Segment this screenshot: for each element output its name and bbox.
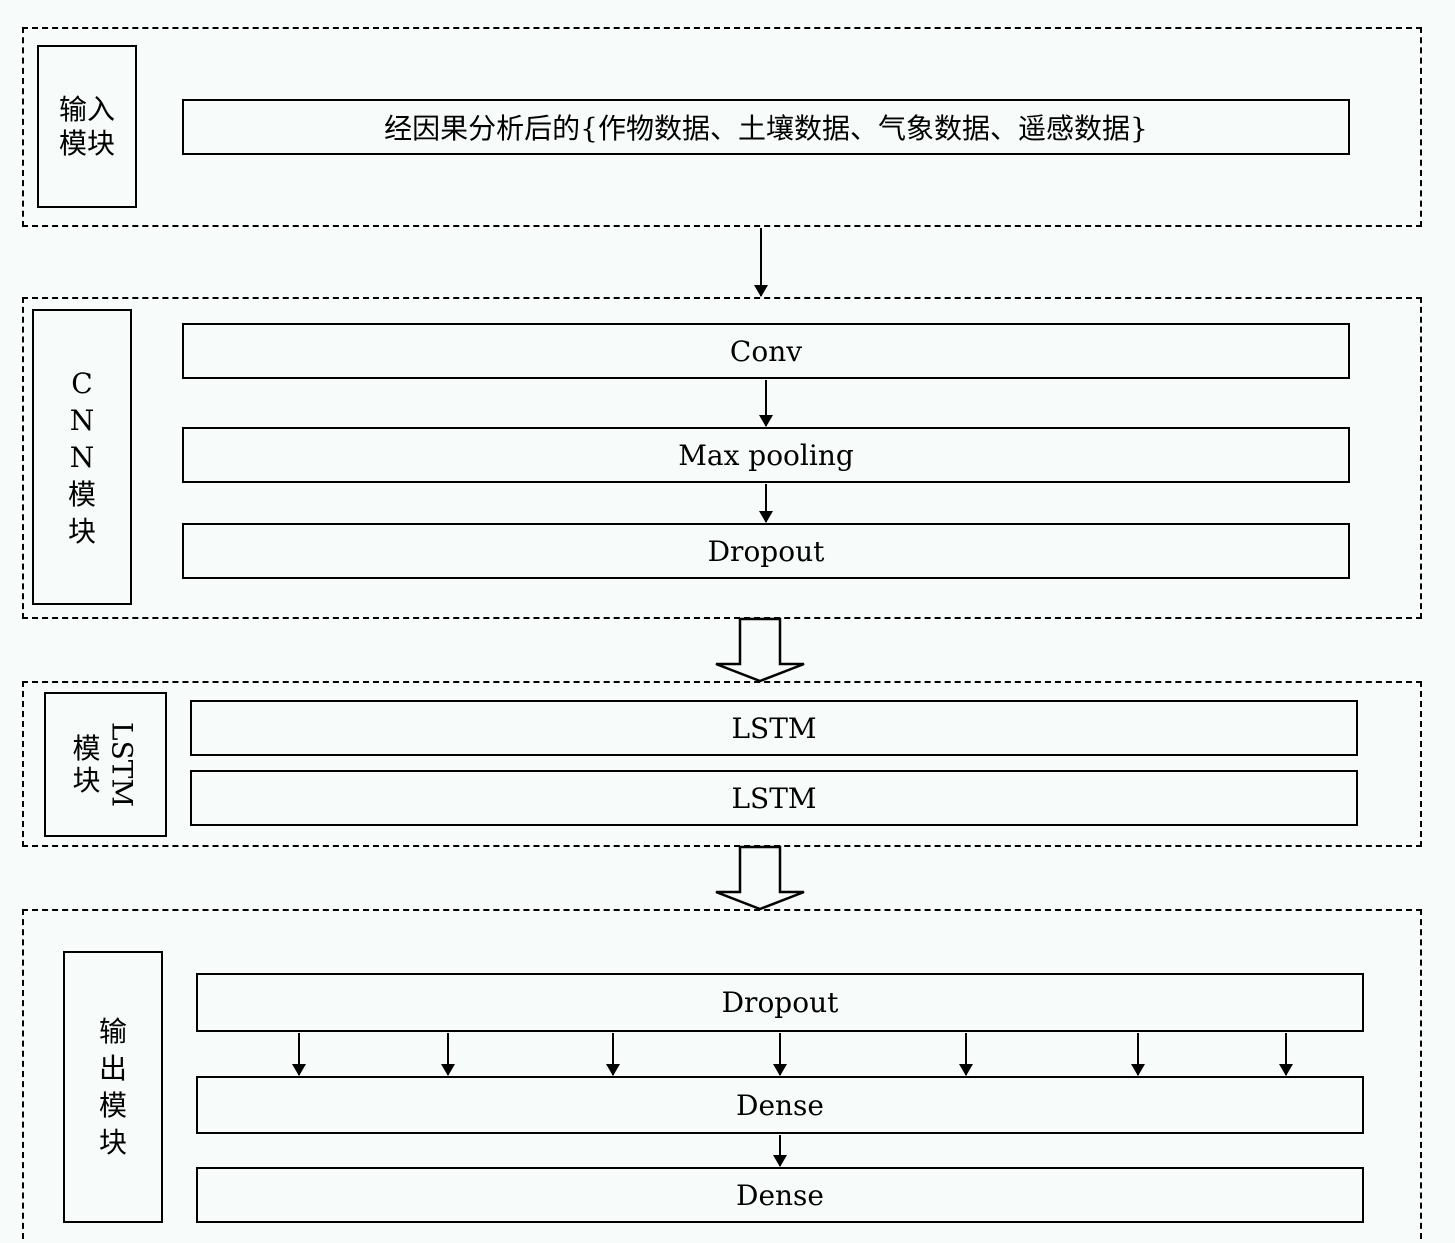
input-module-label: 输入模块 (37, 45, 137, 208)
input-module (22, 27, 1422, 227)
lstm-label-rotated: LSTM (105, 721, 139, 808)
lstm-layer-2-box: LSTM (190, 770, 1358, 826)
output-dropout-layer-box: Dropout (196, 973, 1364, 1032)
cnn-dropout-layer-box: Dropout (182, 523, 1350, 579)
lstm-layer-1-box: LSTM (190, 700, 1358, 756)
cnn-to-lstm-hollow-arrow (715, 617, 805, 683)
lstm-to-output-hollow-arrow (715, 845, 805, 911)
dense-layer-1-box: Dense (196, 1076, 1364, 1134)
dense-layer-2-box: Dense (196, 1167, 1364, 1223)
lstm-module-label: LSTM 模 块 (44, 692, 167, 837)
output-module-label: 输 出 模 块 (63, 951, 163, 1223)
conv-layer-box: Conv (182, 323, 1350, 379)
cnn-module-label: C N N 模 块 (32, 309, 132, 605)
input-data-box: 经因果分析后的{作物数据、土壤数据、气象数据、遥感数据} (182, 99, 1350, 155)
max-pooling-layer-box: Max pooling (182, 427, 1350, 483)
